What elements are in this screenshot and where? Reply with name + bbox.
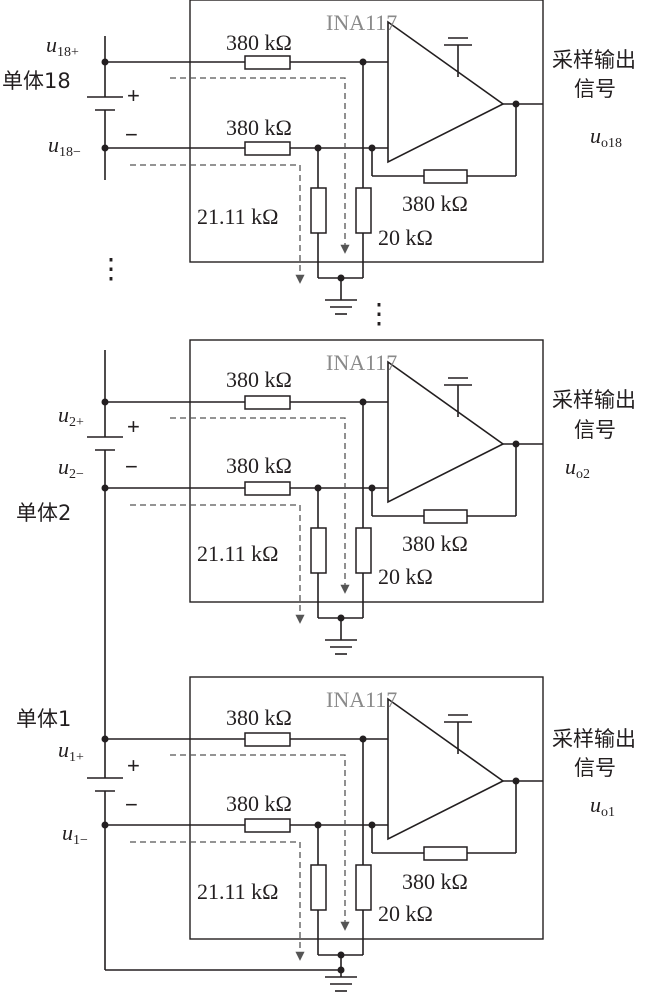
feedback-resistor-label: 380 kΩ xyxy=(402,531,468,556)
terminal-neg-label: u1− xyxy=(62,820,88,848)
cell-label: 单体18 xyxy=(2,69,71,93)
minus-sign: − xyxy=(125,122,138,147)
chip-label: INA117 xyxy=(326,687,397,712)
channel-18-text: INA117 380 kΩ 380 kΩ 380 kΩ 21.11 kΩ 20 … xyxy=(197,10,636,250)
r-left-label: 21.11 kΩ xyxy=(197,204,279,229)
input-resistor-label: 380 kΩ xyxy=(226,705,292,730)
minus-sign: − xyxy=(125,792,138,817)
plus-sign: + xyxy=(127,83,140,108)
input-resistor-label: 380 kΩ xyxy=(226,30,292,55)
channel-2-text: INA117 380 kΩ 380 kΩ 380 kΩ 21.11 kΩ 20 … xyxy=(197,350,636,589)
cell-2-labels: u2+ + u2− − 单体2 xyxy=(16,402,140,525)
r-right-label: 20 kΩ xyxy=(378,564,433,589)
r-right-label: 20 kΩ xyxy=(378,225,433,250)
channel-1-text: INA117 380 kΩ 380 kΩ 380 kΩ 21.11 kΩ 20 … xyxy=(197,687,636,926)
cell-18-labels: u18+ 单体18 + − u18− ⋮ ⋮ xyxy=(2,32,393,330)
ellipsis-left: ⋮ xyxy=(97,254,125,285)
r-right-label: 20 kΩ xyxy=(378,901,433,926)
terminal-neg-label: u18− xyxy=(48,132,81,160)
output-var: uo2 xyxy=(565,454,590,482)
output-label-line2: 信号 xyxy=(574,756,616,780)
output-label-line2: 信号 xyxy=(574,77,616,101)
chip-label: INA117 xyxy=(326,10,397,35)
minus-sign: − xyxy=(125,454,138,479)
plus-sign: + xyxy=(127,753,140,778)
plus-sign: + xyxy=(127,414,140,439)
terminal-neg-label: u2− xyxy=(58,454,84,482)
output-label-line1: 采样输出 xyxy=(552,388,636,412)
terminal-pos-label: u2+ xyxy=(58,402,84,430)
channel-18-module xyxy=(102,0,544,314)
output-label-line1: 采样输出 xyxy=(552,727,636,751)
output-label-line1: 采样输出 xyxy=(552,48,636,72)
channel-2-module xyxy=(102,340,544,654)
output-var: uo1 xyxy=(590,792,615,820)
output-label-line2: 信号 xyxy=(574,418,616,442)
chip-label: INA117 xyxy=(326,350,397,375)
input-resistor-label: 380 kΩ xyxy=(226,791,292,816)
feedback-resistor-label: 380 kΩ xyxy=(402,191,468,216)
terminal-pos-label: u18+ xyxy=(46,32,79,60)
cell-label: 单体1 xyxy=(16,707,71,731)
input-resistor-label: 380 kΩ xyxy=(226,115,292,140)
input-resistor-label: 380 kΩ xyxy=(226,453,292,478)
r-left-label: 21.11 kΩ xyxy=(197,541,279,566)
r-left-label: 21.11 kΩ xyxy=(197,879,279,904)
channel-1-module xyxy=(102,677,544,991)
battery-stack-wiring xyxy=(87,36,345,974)
input-resistor-label: 380 kΩ xyxy=(226,367,292,392)
feedback-resistor-label: 380 kΩ xyxy=(402,869,468,894)
output-var: uo18 xyxy=(590,123,622,151)
cell-1-labels: 单体1 u1+ + − u1− xyxy=(16,707,140,848)
terminal-pos-label: u1+ xyxy=(58,737,84,765)
cell-label: 单体2 xyxy=(16,501,71,525)
ellipsis-center: ⋮ xyxy=(365,299,393,330)
